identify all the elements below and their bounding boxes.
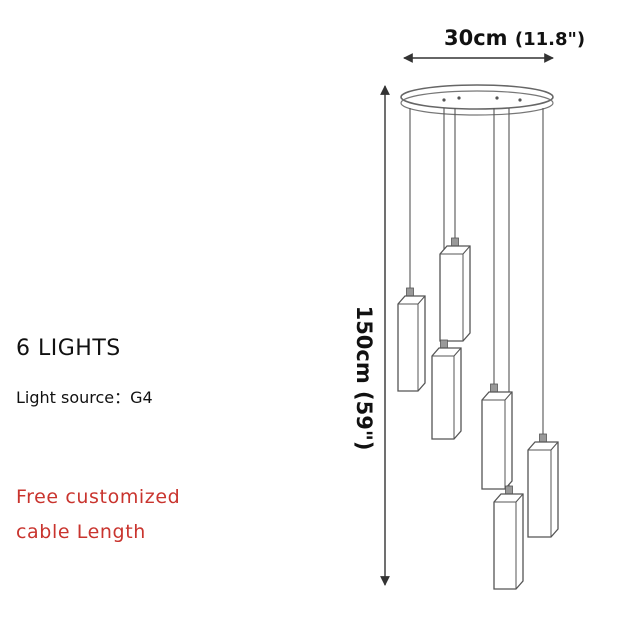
light-source-spec: Light source：G4 [16, 388, 153, 407]
width-dimension-label: 30cm (11.8") [444, 26, 585, 50]
pendant-light-6 [493, 485, 524, 590]
pendant-light-1 [397, 287, 426, 392]
width-inch: (11.8") [514, 29, 586, 50]
width-cm: 30cm [444, 26, 508, 50]
height-dimension-label: 150cm (59") [352, 305, 376, 451]
pendant-light-4 [481, 383, 513, 490]
pendant-light-5 [527, 433, 559, 538]
lights-count-title: 6 LIGHTS [16, 336, 121, 361]
custom-cable-note-line-1: Free customized [16, 486, 181, 508]
pendant-light-3 [431, 339, 462, 440]
ceiling-canopy [400, 84, 554, 116]
custom-cable-note-line-2: cable Length [16, 521, 146, 543]
pendant-light-2 [439, 237, 471, 342]
pendant-cables [409, 108, 544, 488]
